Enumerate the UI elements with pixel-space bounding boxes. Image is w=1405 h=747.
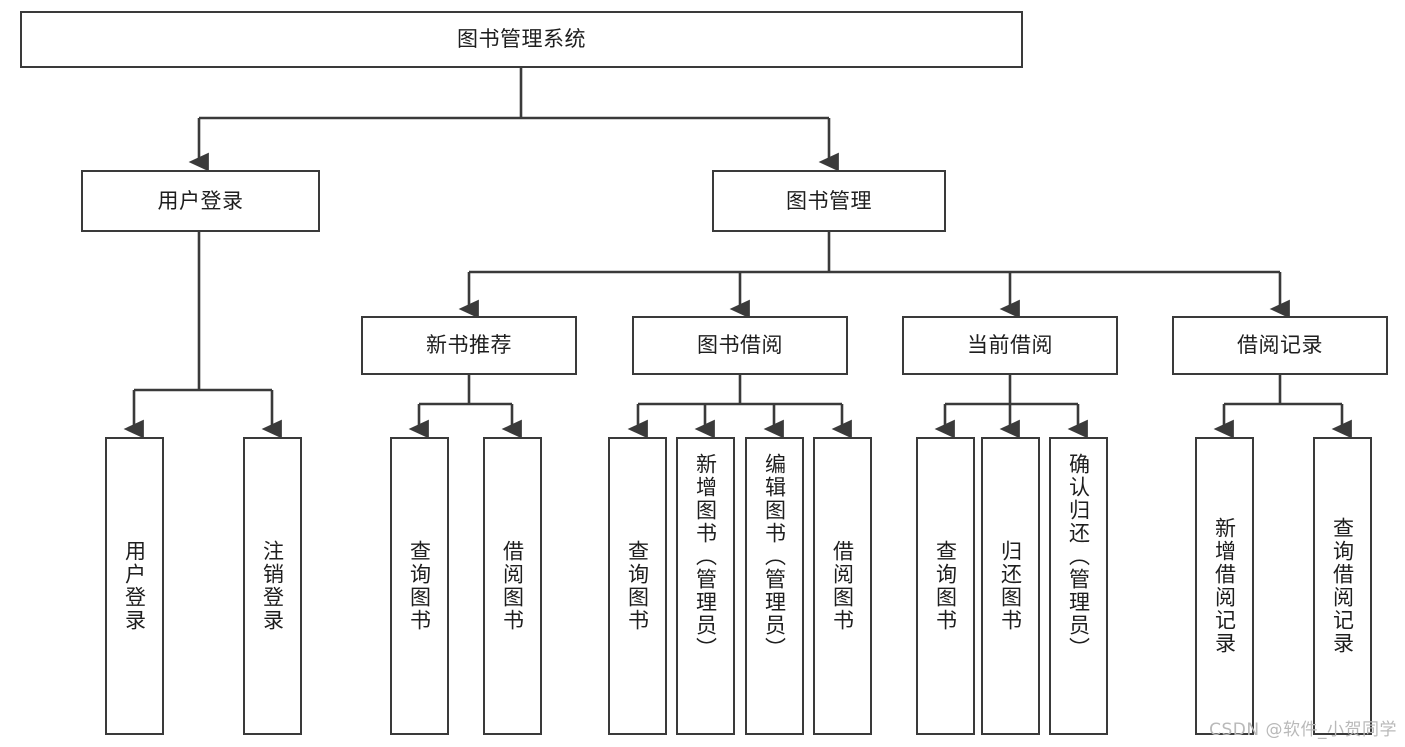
node-leaf-edit-book-admin[interactable]: 编辑图书（管理员） (745, 437, 804, 735)
node-label: 用户登录 (157, 188, 244, 213)
node-label: 查询图书 (625, 540, 650, 632)
node-label: 图书管理系统 (457, 27, 586, 52)
node-leaf-confirm-return-admin[interactable]: 确认归还（管理员） (1049, 437, 1108, 735)
node-leaf-return-book[interactable]: 归还图书 (981, 437, 1040, 735)
node-borrow-record[interactable]: 借阅记录 (1172, 316, 1388, 375)
node-leaf-query-book-3[interactable]: 查询图书 (916, 437, 975, 735)
node-label: 当前借阅 (967, 333, 1053, 358)
node-label: 查询借阅记录 (1330, 517, 1355, 655)
node-leaf-add-book-admin[interactable]: 新增图书（管理员） (676, 437, 735, 735)
watermark-text: CSDN @软件_小贺同学 (1209, 720, 1397, 740)
node-label: 新书推荐 (426, 333, 512, 358)
node-label: 归还图书 (998, 540, 1023, 632)
node-label: 编辑图书（管理员） (762, 453, 787, 660)
node-label: 查询图书 (933, 540, 958, 632)
node-label: 新增借阅记录 (1212, 517, 1237, 655)
node-label: 确认归还（管理员） (1066, 453, 1091, 660)
node-label: 借阅图书 (830, 540, 855, 632)
node-new-book-recommend[interactable]: 新书推荐 (361, 316, 577, 375)
node-leaf-query-borrow-record[interactable]: 查询借阅记录 (1313, 437, 1372, 735)
node-leaf-borrow-book-2[interactable]: 借阅图书 (813, 437, 872, 735)
node-label: 查询图书 (407, 540, 432, 632)
node-label: 注销登录 (260, 540, 285, 632)
node-leaf-query-book-2[interactable]: 查询图书 (608, 437, 667, 735)
node-current-borrow[interactable]: 当前借阅 (902, 316, 1118, 375)
node-leaf-borrow-book-1[interactable]: 借阅图书 (483, 437, 542, 735)
node-leaf-add-borrow-record[interactable]: 新增借阅记录 (1195, 437, 1254, 735)
node-label: 借阅记录 (1237, 333, 1323, 358)
node-label: 新增图书（管理员） (693, 453, 718, 660)
node-label: 图书借阅 (697, 333, 783, 358)
node-label: 用户登录 (122, 540, 147, 632)
node-leaf-logout-login[interactable]: 注销登录 (243, 437, 302, 735)
node-book-borrow[interactable]: 图书借阅 (632, 316, 848, 375)
node-book-management[interactable]: 图书管理 (712, 170, 946, 232)
node-label: 借阅图书 (500, 540, 525, 632)
node-label: 图书管理 (786, 188, 872, 213)
node-leaf-user-login[interactable]: 用户登录 (105, 437, 164, 735)
node-leaf-query-book-1[interactable]: 查询图书 (390, 437, 449, 735)
node-user-login[interactable]: 用户登录 (81, 170, 320, 232)
node-root-book-management-system[interactable]: 图书管理系统 (20, 11, 1023, 68)
